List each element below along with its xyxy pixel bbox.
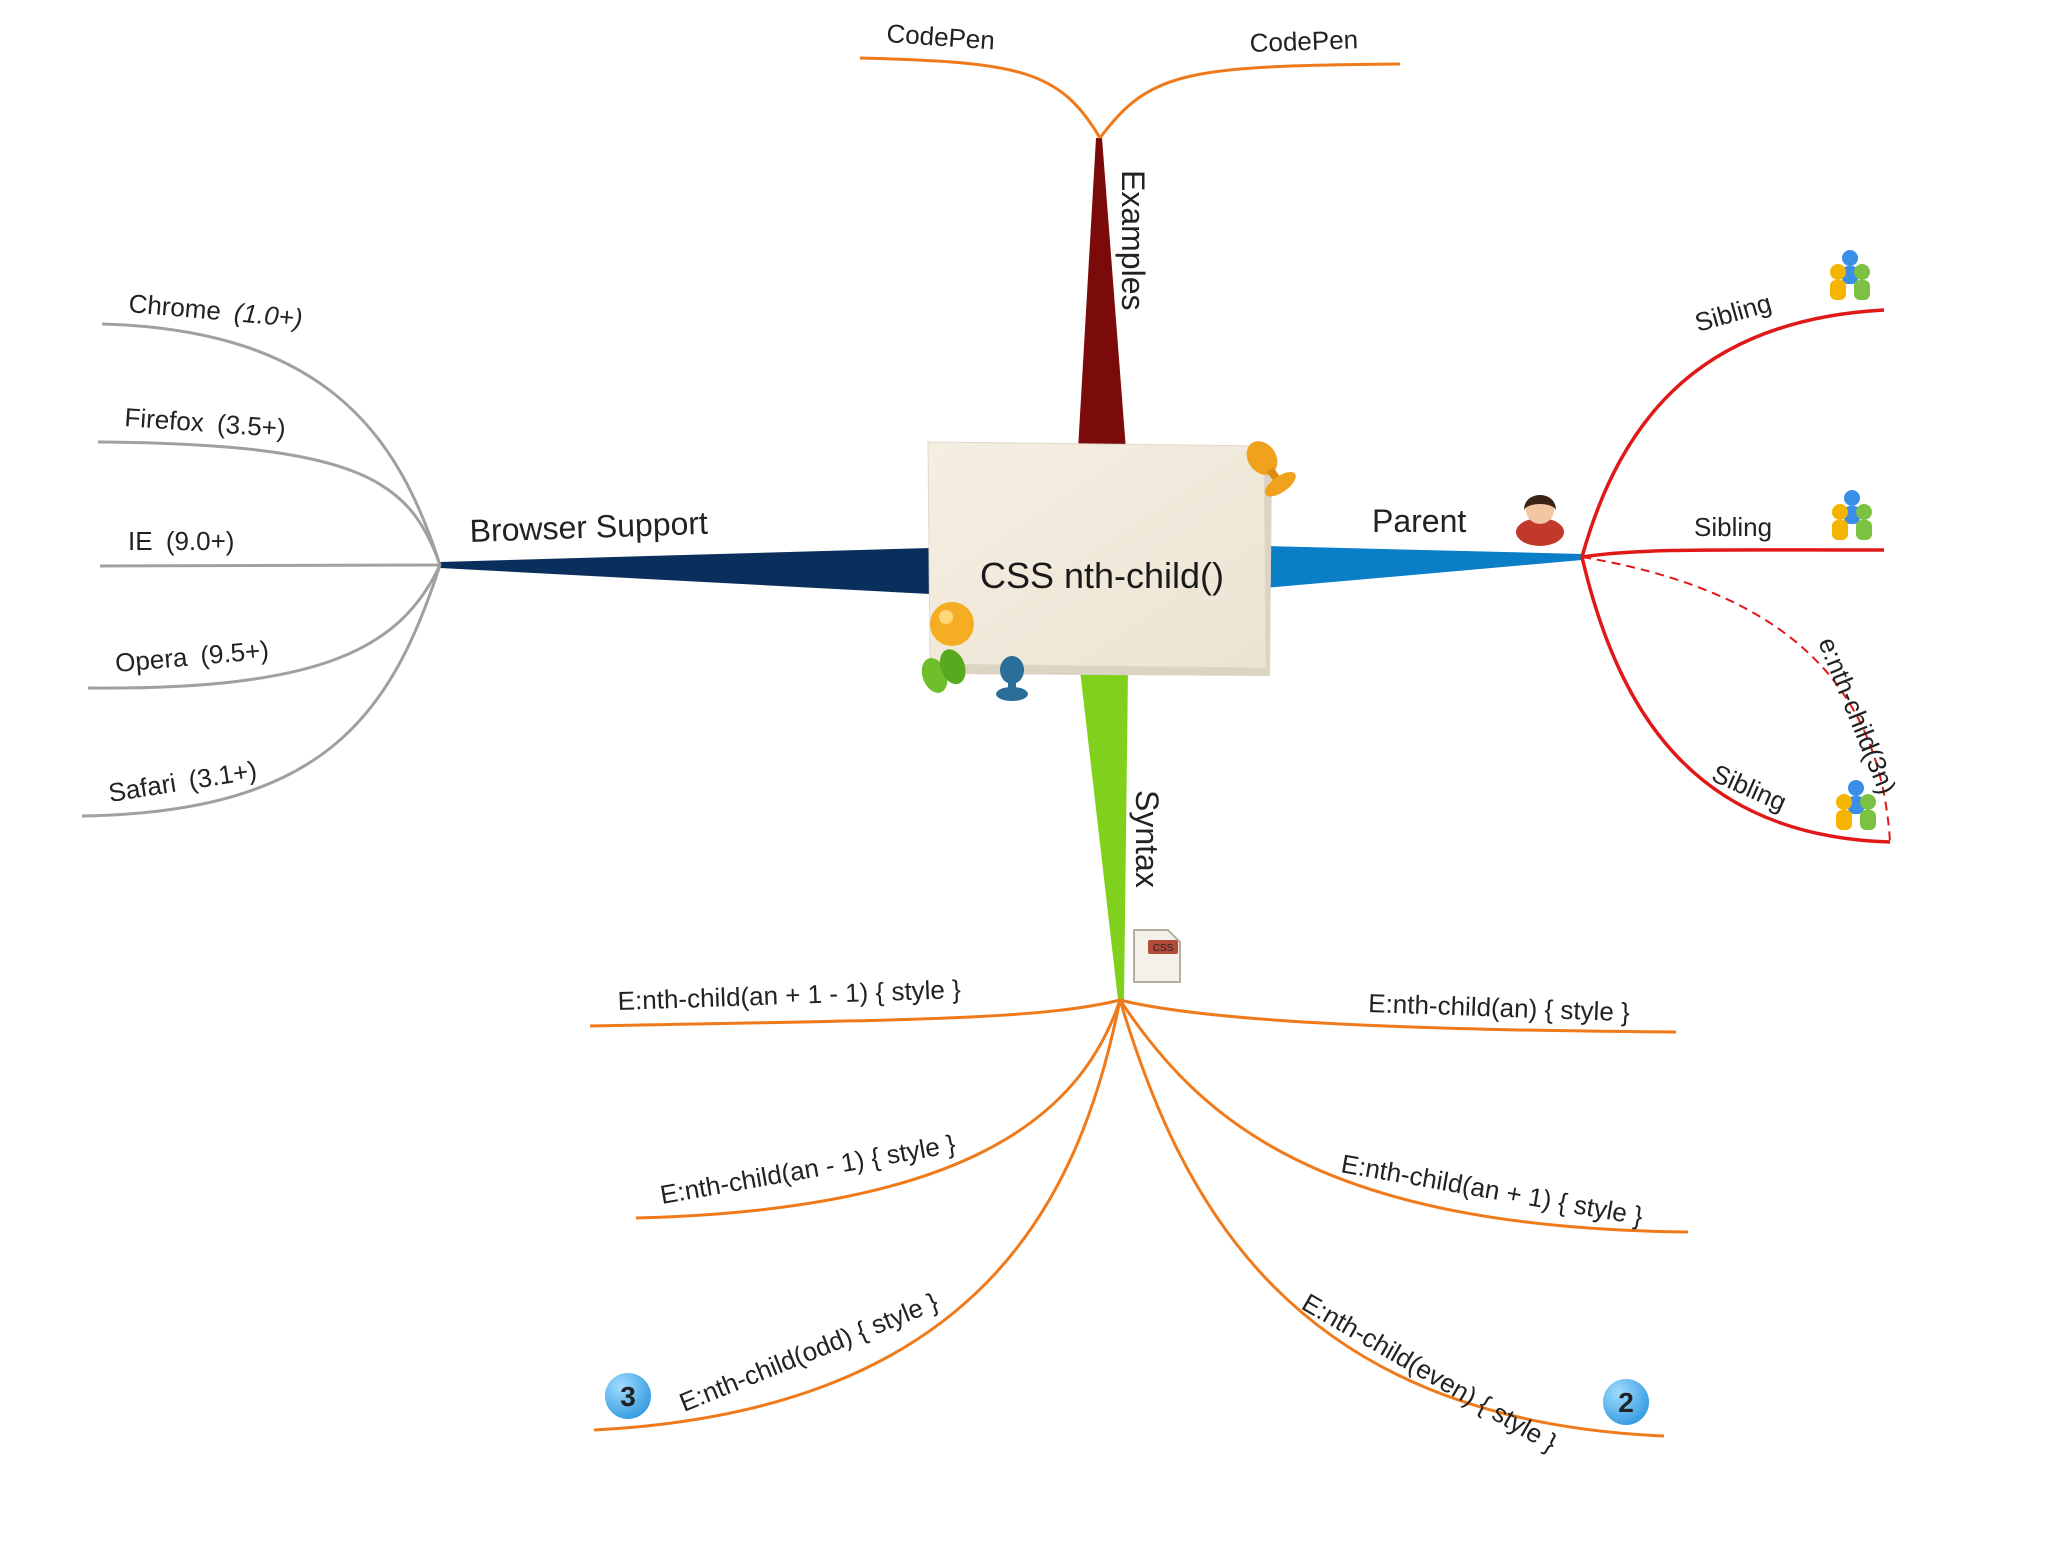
central-paper — [927, 441, 1267, 669]
priority-badge-2: 2 — [1601, 1377, 1651, 1427]
syntax-connector-2 — [635, 999, 1122, 1220]
css-document-icon: CSS — [1133, 929, 1181, 983]
parent-relation-label: e:nth-child(3n) — [1812, 633, 1902, 798]
branch-browser-support[interactable]: Browser Support Chrome (1.0+) Firefox (3… — [81, 288, 930, 818]
central-title: CSS nth-child() — [980, 555, 1224, 596]
group-icon-3 — [1836, 780, 1876, 830]
svg-text:3: 3 — [620, 1381, 636, 1412]
branch-parent[interactable]: Parent Sibling Sibling Sibling e:nth-chi… — [1265, 250, 1903, 844]
syntax-item-odd[interactable]: E:nth-child(odd) { style } — [675, 1286, 942, 1417]
browser-connector-opera — [87, 564, 442, 690]
parent-trunk — [1265, 546, 1582, 588]
branch-label-examples: Examples — [1115, 170, 1151, 311]
examples-child-codepen-1[interactable]: CodePen — [886, 18, 996, 55]
parent-connector-sibling-1 — [1580, 308, 1885, 558]
branch-label-parent: Parent — [1372, 503, 1466, 539]
syntax-connector-5 — [1118, 999, 1689, 1234]
pushpin-icon-green — [921, 649, 966, 693]
parent-connector-sibling-3 — [1580, 556, 1891, 844]
browser-item-opera[interactable]: Opera (9.5+) — [114, 635, 270, 678]
branch-label-browser-support: Browser Support — [469, 505, 709, 549]
browser-item-ie[interactable]: IE (9.0+) — [128, 526, 234, 556]
person-icon — [1516, 495, 1564, 546]
syntax-item-even[interactable]: E:nth-child(even) { style } — [1297, 1287, 1563, 1458]
syntax-item-an-minus-1[interactable]: E:nth-child(an - 1) { style } — [658, 1128, 958, 1210]
branch-label-syntax: Syntax — [1129, 790, 1165, 888]
central-topic[interactable]: CSS nth-child() — [916, 433, 1299, 701]
examples-connector-left — [859, 56, 1102, 139]
priority-badge-3: 3 — [603, 1371, 653, 1421]
browser-connector-firefox — [97, 440, 442, 566]
pushpin-icon-yellow — [930, 602, 974, 646]
browser-connector-ie — [99, 563, 441, 568]
svg-text:2: 2 — [1618, 1387, 1634, 1418]
syntax-item-an-plus-1-minus-1[interactable]: E:nth-child(an + 1 - 1) { style } — [617, 974, 961, 1016]
parent-child-sibling-1[interactable]: Sibling — [1691, 287, 1774, 337]
pushpin-icon-blue — [996, 656, 1028, 701]
syntax-connector-6 — [1118, 999, 1665, 1438]
examples-trunk — [1078, 138, 1126, 450]
syntax-item-an[interactable]: E:nth-child(an) { style } — [1368, 988, 1631, 1027]
syntax-connector-3 — [593, 999, 1122, 1432]
syntax-trunk — [1080, 670, 1128, 1000]
parent-child-sibling-2[interactable]: Sibling — [1694, 512, 1772, 542]
examples-child-codepen-2[interactable]: CodePen — [1249, 24, 1358, 58]
group-icon-2 — [1832, 490, 1872, 540]
parent-connector-sibling-2 — [1581, 548, 1885, 559]
branch-examples[interactable]: Examples CodePen CodePen — [859, 18, 1401, 450]
examples-connector-right — [1098, 62, 1401, 139]
pushpin-icon-orange — [1246, 441, 1296, 497]
browser-trunk — [440, 548, 930, 594]
browser-connector-safari — [81, 564, 442, 818]
browser-connector-chrome — [101, 322, 442, 566]
parent-relation-dashed — [1581, 556, 1891, 843]
browser-item-safari[interactable]: Safari (3.1+) — [106, 755, 259, 808]
browser-item-firefox[interactable]: Firefox (3.5+) — [124, 402, 287, 443]
syntax-connector-1 — [589, 998, 1121, 1028]
svg-text:CSS: CSS — [1153, 943, 1174, 954]
group-icon-1 — [1830, 250, 1870, 300]
syntax-connector-4 — [1119, 998, 1677, 1034]
branch-syntax[interactable]: Syntax CSS E:nth-child(an + 1 - 1) { sty… — [589, 670, 1689, 1458]
